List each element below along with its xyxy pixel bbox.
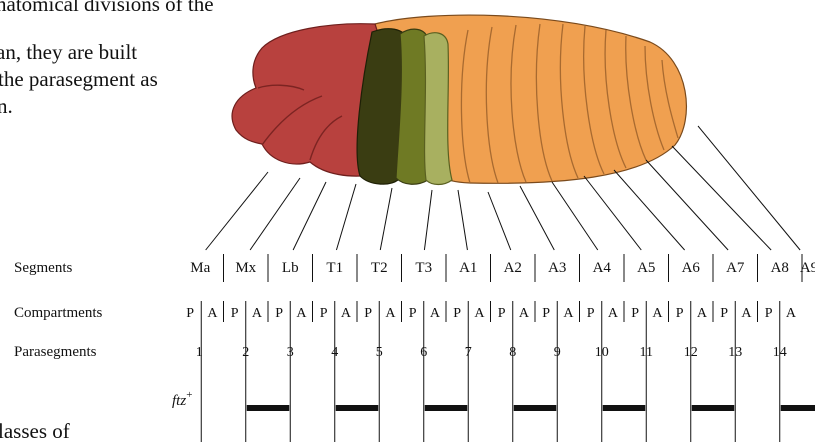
segment-leader-line xyxy=(488,192,511,250)
segment-leader-line xyxy=(614,170,685,250)
segment-leader-line xyxy=(293,182,326,250)
compartment-label: P xyxy=(542,306,550,321)
segment-label: A5 xyxy=(637,260,655,276)
label-parasegments: Parasegments xyxy=(14,344,97,360)
segment-leader-line xyxy=(552,182,598,250)
compartment-label: P xyxy=(453,306,461,321)
compartment-label: A xyxy=(385,306,396,321)
ftz-expression-stripe xyxy=(336,405,379,411)
label-segments: Segments xyxy=(14,260,72,276)
compartment-label: P xyxy=(676,306,684,321)
compartment-label: P xyxy=(409,306,417,321)
ftz-expression-stripe xyxy=(247,405,290,411)
label-ftz-gene: ftz+ xyxy=(172,389,192,409)
segment-label: T3 xyxy=(415,260,432,276)
ftz-expression-stripe xyxy=(603,405,646,411)
segment-label: A6 xyxy=(682,260,701,276)
compartment-label: A xyxy=(474,306,485,321)
compartment-label: A xyxy=(207,306,218,321)
label-compartments: Compartments xyxy=(14,305,102,321)
segment-label: A4 xyxy=(593,260,612,276)
compartment-label: A xyxy=(741,306,752,321)
segment-leader-line xyxy=(336,184,356,250)
compartment-label: P xyxy=(275,306,283,321)
segment-leader-line xyxy=(520,186,554,250)
thorax-segment-3 xyxy=(424,33,452,185)
compartment-label: P xyxy=(765,306,773,321)
segment-label: A1 xyxy=(459,260,477,276)
compartment-label: A xyxy=(652,306,663,321)
compartment-label: A xyxy=(296,306,307,321)
segment-label: A2 xyxy=(504,260,522,276)
segment-label: Lb xyxy=(282,260,299,276)
parasegment-row: 1234567891011121314 xyxy=(196,345,787,360)
ftz-gene-name: ftz xyxy=(172,393,186,409)
embryo-illustration xyxy=(232,15,686,184)
segment-label: T1 xyxy=(326,260,343,276)
compartment-label: A xyxy=(519,306,530,321)
compartment-label: P xyxy=(231,306,239,321)
compartment-label: A xyxy=(341,306,352,321)
compartment-label: A xyxy=(786,306,797,321)
segment-label: T2 xyxy=(371,260,388,276)
compartment-label: P xyxy=(587,306,595,321)
segment-label: A3 xyxy=(548,260,566,276)
segment-leader-line xyxy=(584,176,641,250)
compartment-label: P xyxy=(498,306,506,321)
compartment-label: P xyxy=(186,306,194,321)
ftz-expression-row xyxy=(201,322,815,442)
thorax-segment-2 xyxy=(396,29,428,184)
compartment-label: P xyxy=(320,306,328,321)
segment-leader-line xyxy=(380,188,392,250)
ftz-expression-stripe xyxy=(781,405,815,411)
segment-leader-line xyxy=(458,190,467,250)
segment-label: Mx xyxy=(235,260,256,276)
ftz-gene-superscript: + xyxy=(186,389,192,401)
compartment-label: P xyxy=(364,306,372,321)
compartment-label: A xyxy=(430,306,441,321)
compartment-label: A xyxy=(608,306,619,321)
ftz-expression-stripe xyxy=(425,405,468,411)
ftz-expression-stripe xyxy=(692,405,735,411)
compartment-label: P xyxy=(720,306,728,321)
segment-leader-line xyxy=(250,178,300,250)
compartment-label: P xyxy=(631,306,639,321)
segment-label: A7 xyxy=(726,260,745,276)
segment-label: Ma xyxy=(190,260,210,276)
compartment-label: A xyxy=(697,306,708,321)
segment-leader-line xyxy=(672,146,771,250)
ftz-expression-stripe xyxy=(514,405,557,411)
compartment-label: A xyxy=(252,306,263,321)
compartment-label: A xyxy=(563,306,574,321)
segment-leader-line xyxy=(424,190,432,250)
segment-leader-line xyxy=(698,126,800,250)
segment-leader-line xyxy=(646,160,728,250)
segment-label: A8 xyxy=(771,260,789,276)
